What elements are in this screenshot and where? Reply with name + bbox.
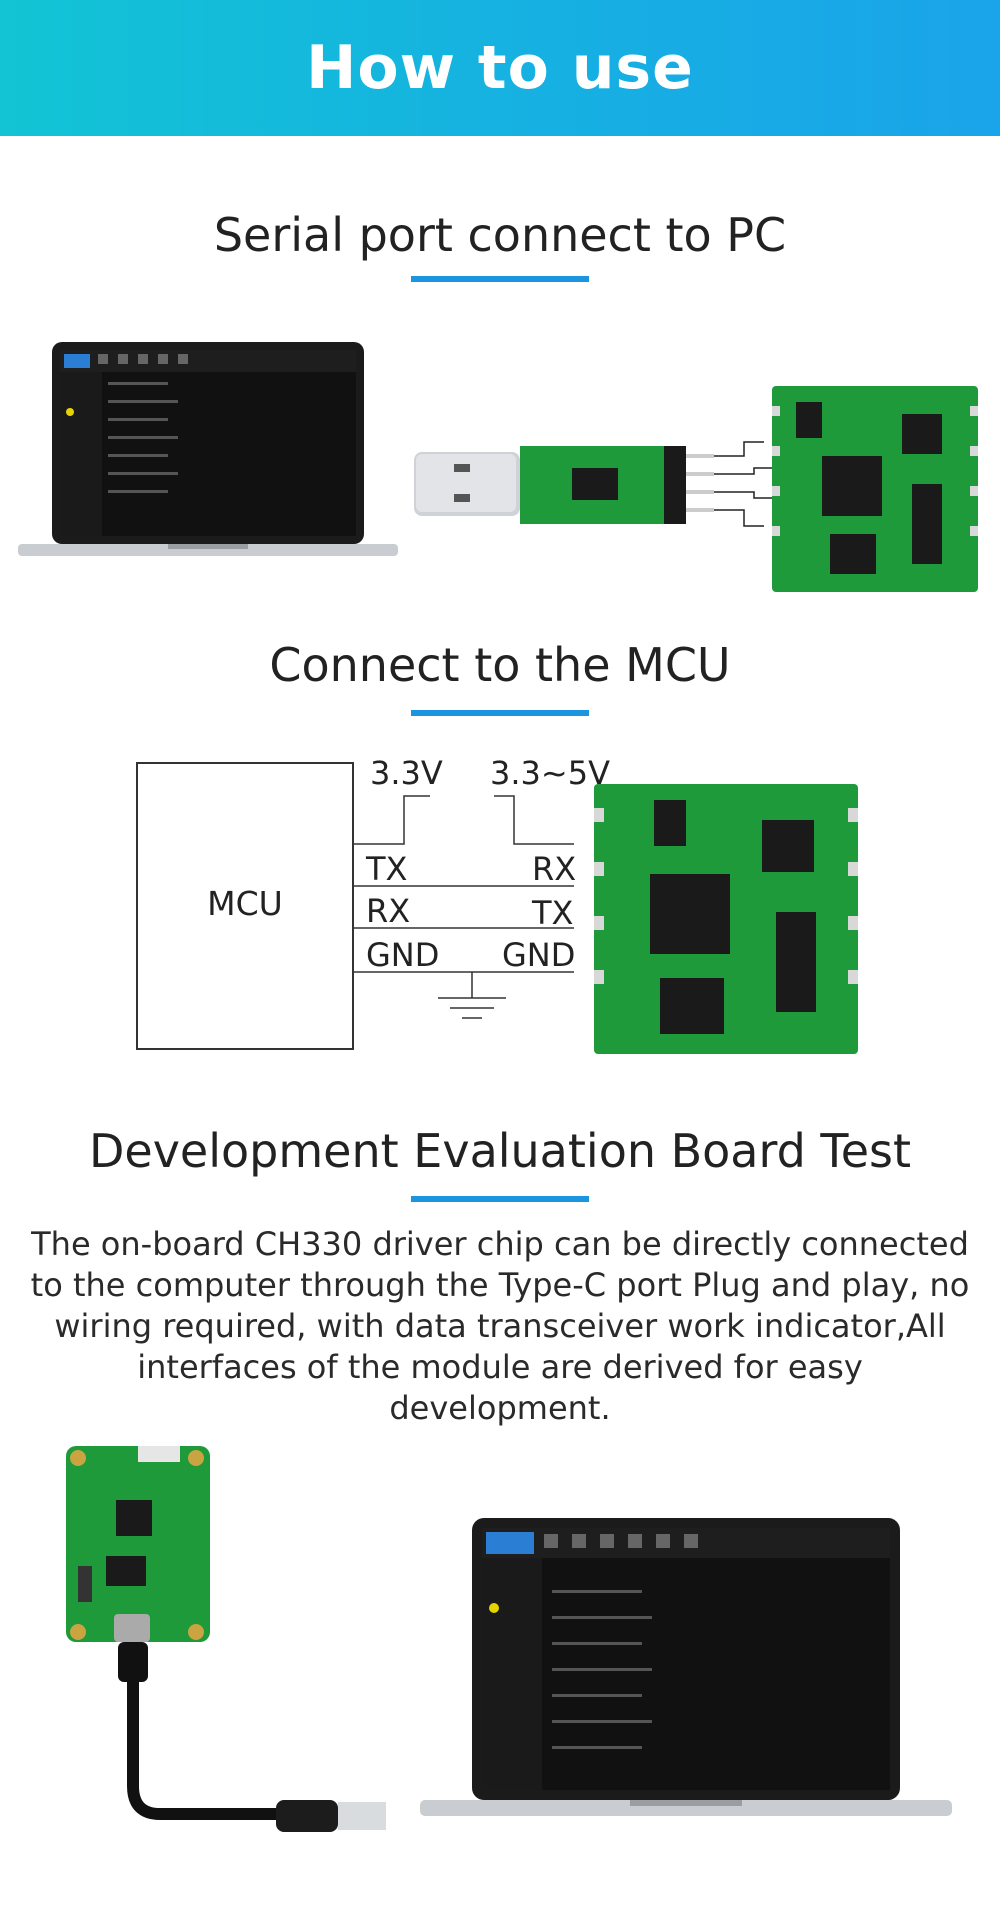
- sensor-module-icon: [594, 784, 858, 1054]
- right-pin-rx: RX: [532, 850, 577, 888]
- section-title-mcu: Connect to the MCU: [269, 638, 731, 692]
- devboard-description: The on-board CH330 driver chip can be di…: [30, 1225, 970, 1427]
- section-title-serial: Serial port connect to PC: [213, 208, 787, 262]
- usb-cable-icon: [276, 1800, 386, 1832]
- title-underline: [411, 276, 589, 282]
- right-pin-gnd: GND: [502, 936, 576, 974]
- mcu-label: MCU: [207, 884, 283, 923]
- mcu-block: MCU: [136, 762, 354, 1050]
- voltage-left-label: 3.3V: [370, 754, 443, 792]
- sensor-module-icon: [772, 386, 978, 592]
- voltage-right-label: 3.3~5V: [490, 754, 610, 792]
- header-banner: How to use: [0, 0, 1000, 136]
- laptop-icon: [420, 1518, 952, 1816]
- title-underline: [411, 710, 589, 716]
- wiring-diagram: [354, 795, 574, 1019]
- usb-serial-adapter-icon: [414, 441, 780, 527]
- right-pin-tx: TX: [532, 894, 574, 932]
- left-pin-tx: TX: [366, 850, 408, 888]
- dev-board-icon: [66, 1446, 386, 1832]
- left-pin-gnd: GND: [366, 936, 440, 974]
- page-title: How to use: [306, 33, 694, 103]
- ground-symbol-icon: [438, 972, 506, 1019]
- section-title-devboard: Development Evaluation Board Test: [88, 1124, 912, 1178]
- laptop-icon: [18, 342, 398, 556]
- left-pin-rx: RX: [366, 892, 411, 930]
- title-underline: [411, 1196, 589, 1202]
